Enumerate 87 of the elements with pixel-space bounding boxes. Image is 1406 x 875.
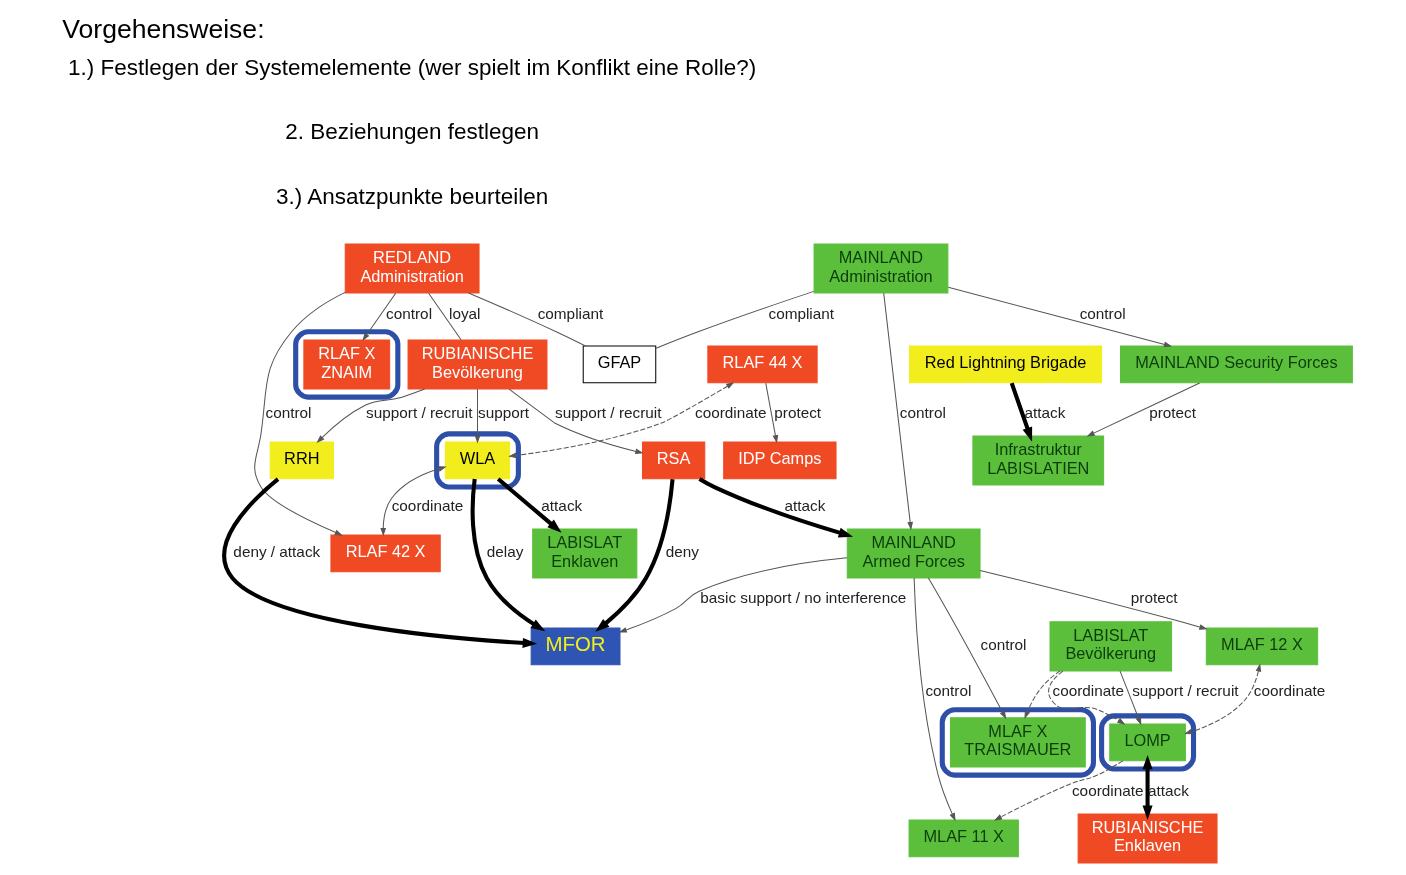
edge-label: control — [265, 403, 312, 421]
edge-label: coordinate — [694, 403, 767, 421]
edge-label: deny / attack — [232, 542, 320, 560]
edge-label: attack — [540, 496, 582, 514]
arrow — [913, 577, 956, 821]
edge-label: protect — [773, 403, 821, 421]
node-box: RRH — [269, 441, 334, 479]
arrow — [474, 388, 480, 443]
node-box: WLA — [444, 441, 510, 479]
edge-label: protect — [1130, 588, 1178, 606]
arrow — [1142, 754, 1153, 820]
arrow — [1086, 381, 1200, 437]
arrow — [496, 476, 562, 533]
arrow — [361, 292, 396, 341]
node-box: Infrastruktur LABISLATIEN — [971, 434, 1104, 485]
edge-label: control — [924, 681, 971, 699]
node-box: LABISLAT Bevölkerung — [1049, 620, 1172, 671]
edge-label: protect — [1148, 403, 1196, 421]
arrow — [470, 478, 545, 631]
node-box: GFAP — [582, 345, 656, 383]
connector — [655, 290, 814, 349]
edge-label: coordinate — [1052, 681, 1124, 699]
node-box: MAINLAND Administration — [813, 242, 948, 293]
arrow — [221, 477, 537, 648]
arrow — [508, 388, 644, 454]
node-box: Red Lightning Brigade — [908, 345, 1102, 383]
edge-label: support / recruit — [554, 403, 661, 421]
arrow — [764, 382, 778, 443]
arrow — [947, 286, 1172, 347]
arrow — [507, 381, 734, 458]
label: 3.) Ansatzpunkte beurteilen — [275, 183, 548, 209]
edge-label: compliant — [537, 303, 603, 321]
diagram-title: Vorgehensweise: — [61, 13, 265, 44]
edge-label: loyal — [448, 303, 480, 321]
node-box: LABISLAT Enklaven — [531, 527, 637, 578]
connector — [427, 292, 462, 340]
node-box: MLAF X TRAISMAUER — [949, 716, 1086, 767]
node-box: RLAF X ZNAIM — [302, 338, 390, 389]
edge-label: coordinate — [1071, 781, 1143, 798]
connector — [467, 292, 586, 346]
node-box: MLAF 11 X — [908, 819, 1019, 857]
node-box: RSA — [641, 441, 705, 479]
edge-label: coordinate — [1253, 681, 1325, 699]
edge-label: support — [477, 403, 529, 421]
arrow — [1009, 382, 1032, 442]
edge-label: attack — [1023, 403, 1065, 421]
node-box: IDP Camps — [722, 441, 837, 479]
arrow — [1119, 670, 1141, 725]
label: 2. Beziehungen festlegen — [284, 118, 539, 144]
arrow — [379, 465, 447, 536]
node-box: RUBIANISCHE Enklaven — [1077, 812, 1218, 863]
edge-label: support / recruit — [365, 403, 472, 421]
edge-label: control — [1079, 303, 1126, 321]
arrow — [253, 291, 346, 536]
arrow — [993, 759, 1123, 821]
label: 1.) Festlegen der Systemelemente (wer spielt im Konflikt eine Rolle?) — [67, 54, 756, 80]
node-box: REDLAND Administration — [344, 242, 480, 293]
edge-label: control — [899, 403, 946, 421]
node-box: MFOR — [530, 627, 620, 665]
edge-label: support / recruit — [1131, 681, 1239, 699]
cluster — [433, 430, 521, 490]
edge-label: control — [980, 635, 1027, 653]
node-box: MAINLAND Security Forces — [1119, 345, 1353, 383]
node-box: RUBIANISCHE Bevölkerung — [407, 338, 547, 389]
node-box: RLAF 44 X — [706, 345, 818, 383]
edge-label: basic support / no interference — [699, 588, 906, 606]
node-box: MAINLAND Armed Forces — [846, 527, 981, 578]
edge-label: deny — [665, 542, 699, 560]
arrow — [882, 292, 913, 530]
arrow — [697, 476, 853, 537]
arrow — [927, 577, 1006, 719]
edge-label: control — [385, 303, 432, 321]
node-box: RLAF 42 X — [329, 534, 441, 572]
arrow — [1047, 670, 1125, 725]
edge-label: delay — [486, 542, 523, 560]
arrow — [316, 388, 425, 443]
edge-label: coordinate — [391, 496, 463, 514]
node-box: MLAF 12 X — [1205, 627, 1318, 665]
arrow — [1183, 662, 1261, 734]
cluster — [292, 328, 400, 400]
arrow — [594, 478, 675, 632]
arrow — [618, 556, 848, 633]
node-box: LOMP — [1108, 723, 1186, 761]
arrow — [1023, 669, 1061, 719]
arrow — [979, 569, 1208, 630]
edge-label: compliant — [768, 303, 834, 321]
edge-label: attack — [783, 496, 825, 514]
